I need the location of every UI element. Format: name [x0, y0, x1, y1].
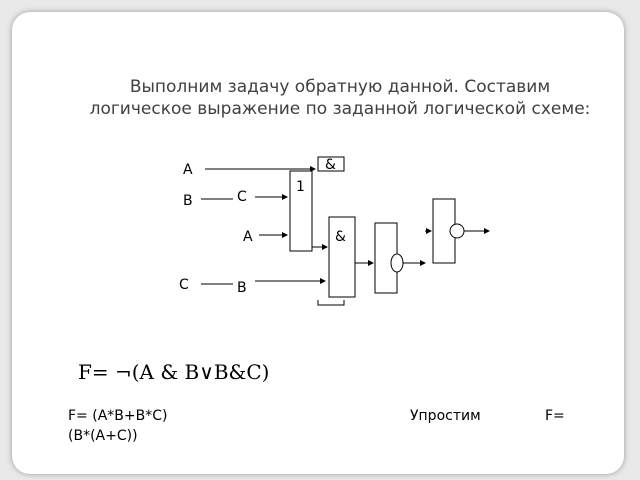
label-input-c-mid: C: [237, 189, 247, 205]
simplify-label: Упростим: [410, 408, 481, 424]
and-gate-middle: [328, 216, 356, 298]
label-input-a-mid: A: [243, 229, 253, 245]
slide-title: Выполним задачу обратную данной. Состави…: [89, 77, 591, 119]
label-input-a-top: A: [183, 162, 193, 178]
label-input-b-bottom: B: [237, 280, 247, 296]
formula-result-end: (B*(A+C)): [68, 428, 138, 444]
or-gate: [289, 170, 313, 252]
not-gate-1-bubble: [390, 253, 404, 273]
label-input-c-left: C: [179, 277, 189, 293]
and-gate-top-symbol: &: [325, 157, 336, 173]
logic-circuit-diagram: A B C A C B & 1 &: [175, 155, 493, 307]
bracket-mark: [317, 300, 345, 306]
not-gate-2-bubble: [449, 223, 465, 239]
formula-original: F= ¬(A & B∨B&C): [78, 360, 270, 384]
or-gate-symbol: 1: [296, 179, 305, 195]
label-input-b: B: [183, 193, 193, 209]
formula-result-start: F=: [545, 408, 565, 424]
formula-expanded: F= (A*B+B*C): [68, 408, 168, 424]
and-gate-top: [317, 156, 345, 172]
and-gate-middle-symbol: &: [335, 229, 346, 245]
